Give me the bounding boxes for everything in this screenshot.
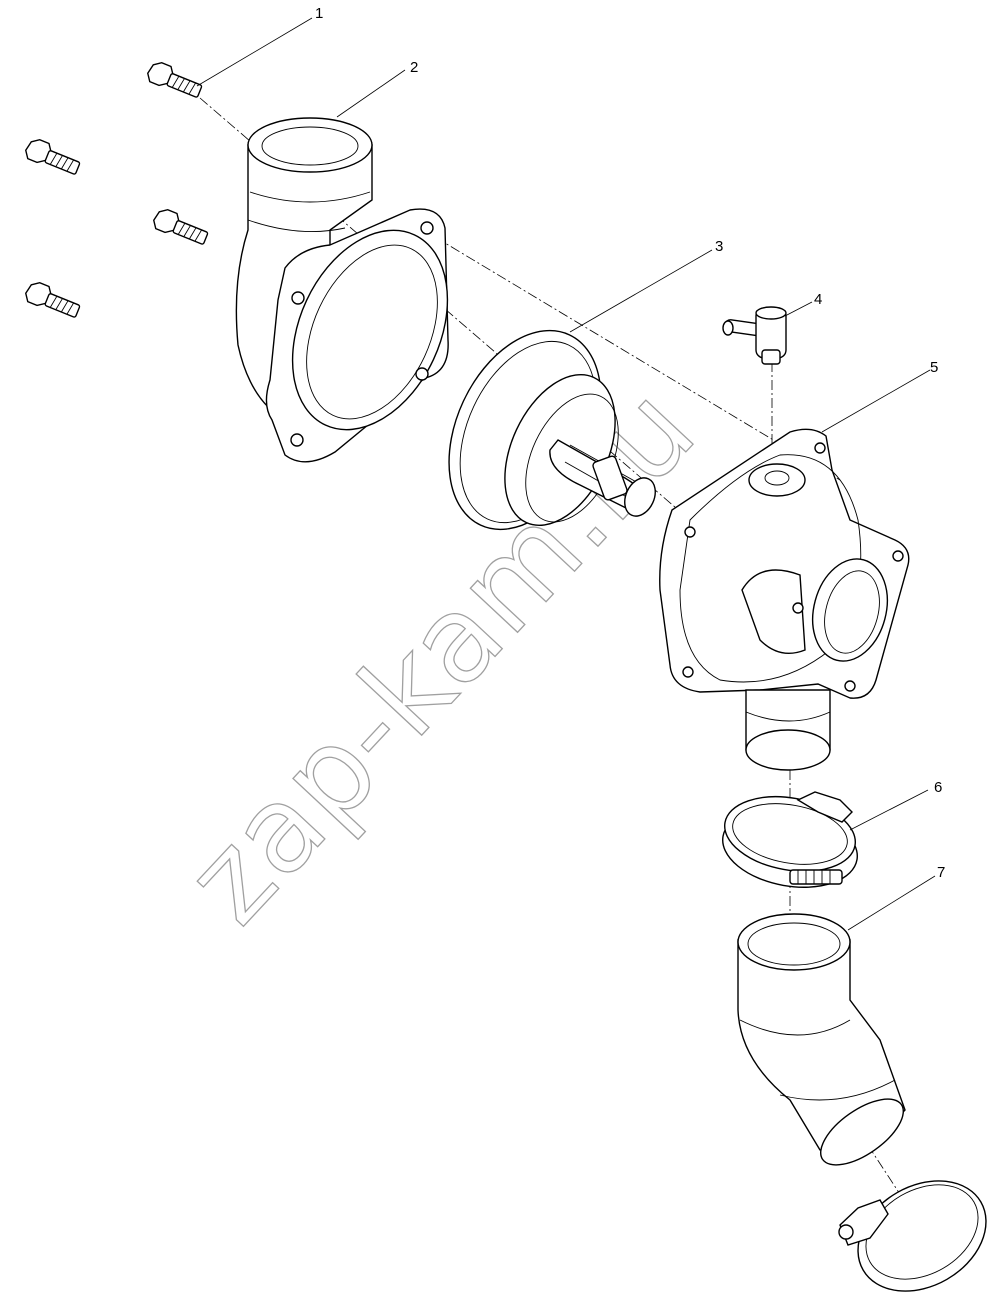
part-1-bolts bbox=[24, 62, 209, 318]
callout-7: 7 bbox=[937, 864, 945, 881]
part-2-outlet-elbow bbox=[235, 117, 449, 463]
part-6-hose-clamp bbox=[722, 791, 858, 888]
callout-2: 2 bbox=[410, 59, 418, 76]
part-4-bleed-fitting bbox=[722, 306, 787, 365]
part-5-thermostat-housing bbox=[659, 428, 910, 771]
callout-labels: 1 2 3 4 5 6 7 bbox=[315, 5, 945, 881]
leader-lines bbox=[196, 17, 936, 931]
callout-5: 5 bbox=[930, 359, 938, 376]
callout-4: 4 bbox=[814, 291, 822, 308]
part-7-hose bbox=[737, 913, 906, 1166]
lower-hose-clamp bbox=[838, 1180, 987, 1292]
callout-1: 1 bbox=[315, 5, 323, 22]
watermark: zap-kam.ru bbox=[160, 361, 722, 950]
callout-3: 3 bbox=[715, 238, 723, 255]
callout-6: 6 bbox=[934, 779, 942, 796]
part-3-thermostat bbox=[448, 329, 656, 531]
